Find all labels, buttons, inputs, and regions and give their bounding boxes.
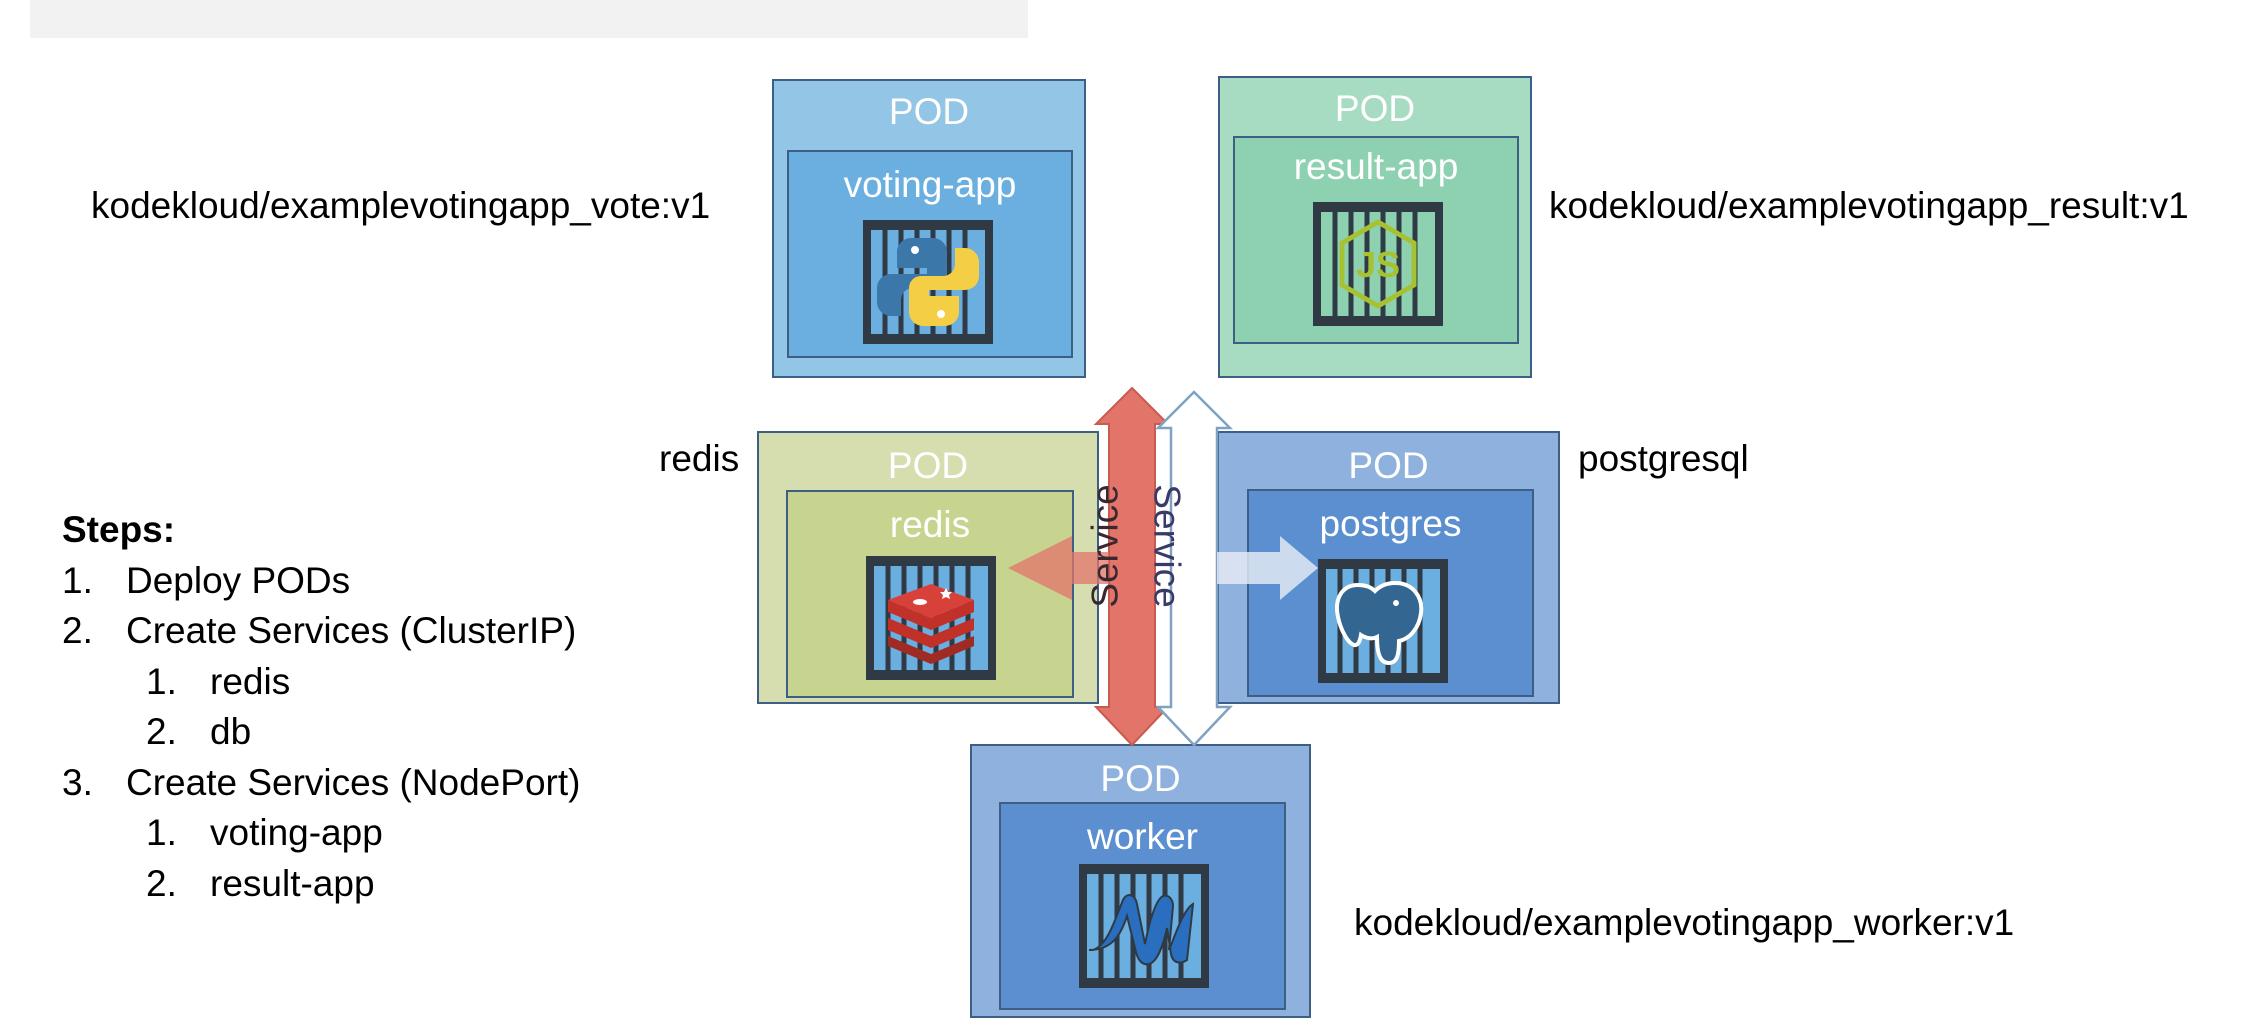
pod-label: POD — [1334, 88, 1416, 129]
redis-service-arrow — [1008, 386, 1171, 747]
db-service-arrow — [1154, 390, 1318, 747]
result-app-pod: POD result-app JS — [1218, 76, 1532, 378]
redis-service-label: Service — [1084, 484, 1126, 608]
worker-image: kodekloud/examplevotingapp_worker:v1 — [1354, 902, 2015, 943]
container-label: result-app — [1293, 146, 1459, 187]
redis-pod: POD redis — [757, 431, 1099, 704]
top-banner — [30, 0, 1028, 38]
container-label: redis — [889, 504, 971, 545]
container-label: postgres — [1319, 503, 1462, 544]
pod-label: POD — [888, 91, 970, 132]
redis-icon — [866, 556, 996, 680]
svg-text:JS: JS — [1356, 244, 1400, 285]
redis-image: redis — [659, 438, 740, 479]
result-app-image: kodekloud/examplevotingapp_result:v1 — [1549, 185, 2189, 226]
pod-label: POD — [1348, 445, 1429, 486]
container-label: voting-app — [843, 164, 1017, 205]
redis-container: redis — [786, 490, 1074, 698]
voting-app-image: kodekloud/examplevotingapp_vote:v1 — [91, 185, 711, 226]
container-label: worker — [1086, 816, 1199, 857]
db-service-label: Service — [1146, 484, 1188, 608]
python-icon — [863, 220, 993, 344]
postgres-elephant-icon — [1318, 559, 1448, 683]
voting-app-pod: POD voting-app — [772, 79, 1086, 378]
postgres-container: postgres — [1247, 489, 1534, 697]
pod-label: POD — [887, 445, 969, 486]
result-app-container: result-app JS — [1233, 136, 1519, 344]
nodejs-icon: JS — [1313, 202, 1443, 326]
pod-label: POD — [1100, 758, 1181, 799]
voting-app-container: voting-app — [787, 150, 1073, 358]
worker-container: worker — [999, 802, 1286, 1010]
postgres-image: postgresql — [1578, 438, 1749, 479]
dotnet-icon — [1079, 864, 1209, 988]
worker-pod: POD worker — [970, 744, 1311, 1018]
